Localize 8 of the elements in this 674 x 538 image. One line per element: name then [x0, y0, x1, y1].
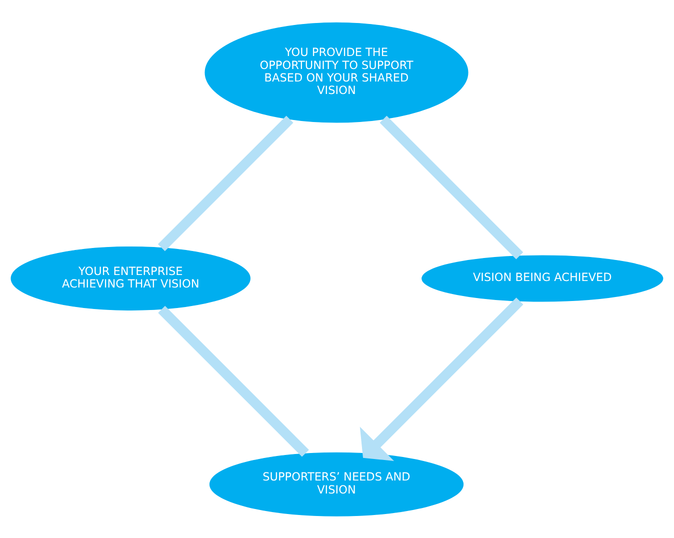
node-ellipse: YOU PROVIDE THE OPPORTUNITY TO SUPPORT BASED ON YOUR SHARED VISION: [204, 22, 468, 122]
connector: [158, 305, 309, 456]
node-ellipse: SUPPORTERS’ NEEDS AND VISION: [209, 452, 464, 516]
arrow: [360, 297, 524, 460]
node-ellipse: VISION BEING ACHIEVED: [422, 254, 664, 302]
connector: [380, 115, 524, 259]
connector: [158, 115, 294, 251]
node-ellipse: YOUR ENTERPRISE ACHIEVING THAT VISION: [10, 246, 250, 310]
